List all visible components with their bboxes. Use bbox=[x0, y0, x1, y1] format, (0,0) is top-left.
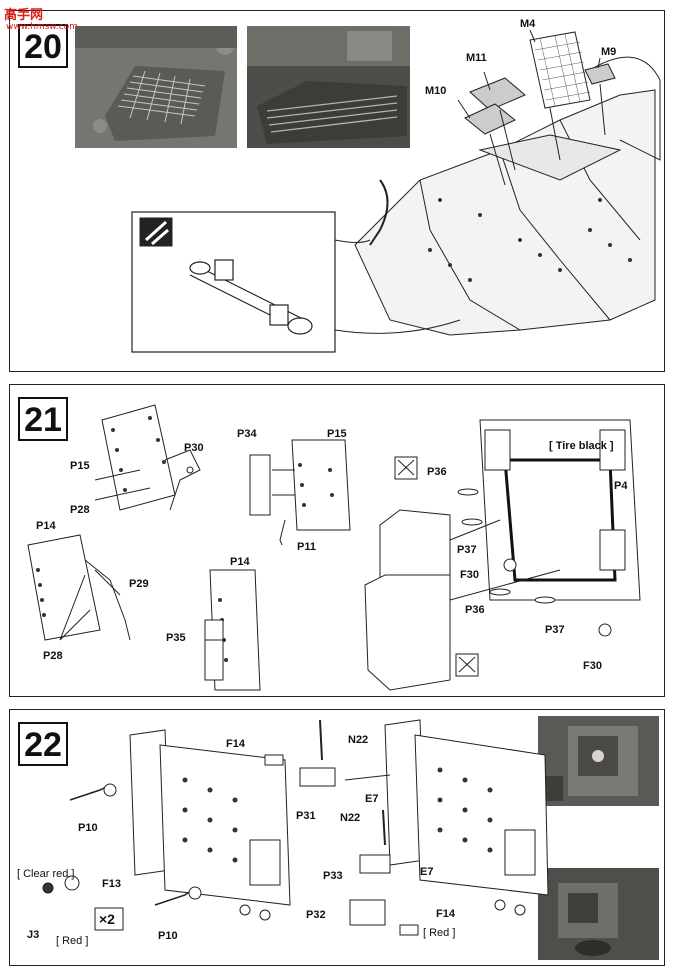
label-p31: P31 bbox=[296, 810, 316, 822]
part-m11-mesh bbox=[469, 77, 526, 111]
part-m4-grille bbox=[529, 31, 591, 109]
label-p28-b: P28 bbox=[43, 650, 63, 662]
reference-photo-rear-hatch-b bbox=[538, 868, 659, 960]
label-f30-b: F30 bbox=[583, 660, 602, 672]
label-p28-a: P28 bbox=[70, 504, 90, 516]
part-p15-plate-b bbox=[291, 439, 351, 531]
part-p14-plate-a bbox=[27, 534, 101, 641]
label-p14-a: P14 bbox=[36, 520, 56, 532]
part-p34-strip bbox=[249, 454, 271, 516]
hull-side-panel-b bbox=[364, 574, 451, 691]
label-p32: P32 bbox=[306, 909, 326, 921]
part-p32-box bbox=[349, 899, 386, 926]
label-p10-a: P10 bbox=[78, 822, 98, 834]
part-f14-light-b bbox=[399, 924, 419, 936]
label-p33: P33 bbox=[323, 870, 343, 882]
label-m4: M4 bbox=[520, 18, 536, 30]
hull-bolts bbox=[428, 198, 632, 282]
photo-grille-side-image bbox=[247, 26, 410, 148]
paint-note-red-b: [ Red ] bbox=[423, 927, 456, 939]
label-e7-b: E7 bbox=[420, 866, 434, 878]
label-m11: M11 bbox=[466, 52, 487, 64]
step-22-number: 22 bbox=[18, 722, 68, 766]
label-f14-a: F14 bbox=[226, 738, 245, 750]
label-p29: P29 bbox=[129, 578, 149, 590]
label-p34: P34 bbox=[237, 428, 257, 440]
reference-photo-rear-hatch-a bbox=[538, 716, 659, 806]
label-p30: P30 bbox=[184, 442, 204, 454]
paint-note-red-a: [ Red ] bbox=[56, 935, 89, 947]
label-f30-a: F30 bbox=[460, 569, 479, 581]
photo-rear-hatch-b-image bbox=[538, 868, 659, 960]
watermark-site-name: 高手网 bbox=[4, 8, 44, 23]
step-20-diagram bbox=[131, 29, 661, 353]
label-p35: P35 bbox=[166, 632, 186, 644]
part-n22-a bbox=[319, 719, 323, 761]
label-p36-b: P36 bbox=[465, 604, 485, 616]
part-m10-mesh bbox=[464, 103, 516, 135]
label-p14-b: P14 bbox=[230, 556, 250, 568]
watermark-url: www.hmsw.com bbox=[6, 22, 78, 32]
label-p4: P4 bbox=[614, 480, 628, 492]
label-e7-a: E7 bbox=[365, 793, 379, 805]
part-m9-mesh bbox=[584, 63, 616, 85]
multiplier-box bbox=[94, 907, 124, 931]
label-n22-a: N22 bbox=[348, 734, 369, 746]
step-21-diagram bbox=[27, 404, 641, 691]
paint-note-clear-red: [ Clear red ] bbox=[17, 868, 75, 880]
label-m10: M10 bbox=[425, 85, 447, 97]
part-f14-light-a bbox=[264, 754, 284, 766]
label-f14-b: F14 bbox=[436, 908, 455, 920]
label-p15-b: P15 bbox=[327, 428, 347, 440]
paint-note-tire-black: [ Tire black ] bbox=[549, 440, 614, 452]
part-n22-b bbox=[382, 809, 386, 846]
multiplier-x2: ×2 bbox=[99, 911, 115, 927]
label-j3: J3 bbox=[27, 929, 40, 941]
tow-bar-detail bbox=[189, 259, 313, 335]
label-p11: P11 bbox=[297, 541, 316, 553]
reference-photo-grille-side bbox=[247, 26, 410, 148]
label-n22-b: N22 bbox=[340, 812, 361, 824]
label-m9: M9 bbox=[601, 46, 617, 58]
label-p37-b: P37 bbox=[545, 624, 565, 636]
step-21-number: 21 bbox=[18, 397, 68, 441]
step-20-number: 20 bbox=[18, 24, 68, 68]
watermark: 高手网 www.hmsw.com bbox=[0, 0, 80, 34]
label-p15-a: P15 bbox=[70, 460, 90, 472]
label-f13: F13 bbox=[102, 878, 121, 890]
label-p10-b: P10 bbox=[158, 930, 178, 942]
label-p37-a: P37 bbox=[457, 544, 477, 556]
label-p36-a: P36 bbox=[427, 466, 447, 478]
photo-rear-hatch-a-image bbox=[538, 716, 659, 806]
reference-photo-engine-grille bbox=[75, 26, 237, 148]
photo-engine-grille-image bbox=[75, 26, 237, 148]
